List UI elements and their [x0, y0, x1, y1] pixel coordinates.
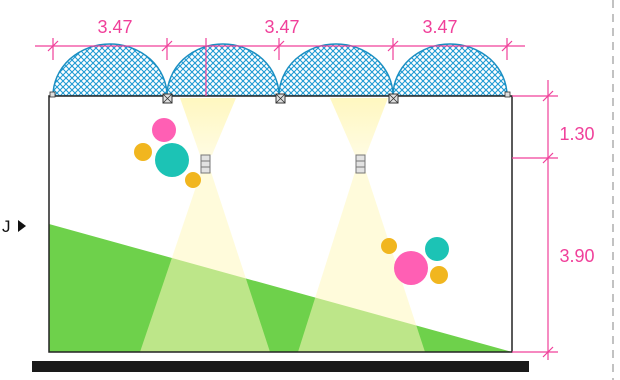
ball-yellow — [430, 266, 448, 284]
mount-brackets — [49, 91, 511, 104]
dome-roof — [52, 43, 508, 97]
width-label-1: 3.47 — [97, 17, 132, 37]
width-label-2: 3.47 — [264, 17, 299, 37]
height-label-lower: 3.90 — [559, 246, 594, 266]
ball-pink — [394, 251, 428, 285]
floor-bar — [32, 361, 529, 372]
side-label: J — [2, 217, 11, 236]
light-beam-upper-left — [180, 98, 236, 155]
ball-yellow — [185, 172, 201, 188]
lamp-icon — [355, 154, 366, 174]
lamp-icon — [200, 154, 211, 174]
play-triangle-icon — [18, 220, 26, 232]
dome-3 — [278, 43, 394, 97]
light-beam-upper-right — [330, 98, 388, 155]
dome-4 — [392, 43, 508, 97]
ball-teal — [155, 143, 189, 177]
height-label-upper: 1.30 — [559, 124, 594, 144]
width-label-3: 3.47 — [422, 17, 457, 37]
dome-1 — [52, 43, 168, 97]
dome-2 — [166, 43, 280, 97]
mount-bracket-icon — [275, 93, 286, 104]
light-beam-lower-left — [140, 172, 270, 352]
light-beam-lower-right — [298, 172, 425, 352]
ball-yellow — [381, 238, 397, 254]
mount-bracket-icon — [388, 93, 399, 104]
ball-teal — [425, 237, 449, 261]
width-dimension-line — [35, 38, 525, 96]
ball-yellow — [134, 143, 152, 161]
room-section — [48, 95, 513, 353]
height-dimension-line — [512, 80, 558, 360]
mount-bracket-icon — [162, 93, 173, 104]
ball-pink — [152, 118, 176, 142]
